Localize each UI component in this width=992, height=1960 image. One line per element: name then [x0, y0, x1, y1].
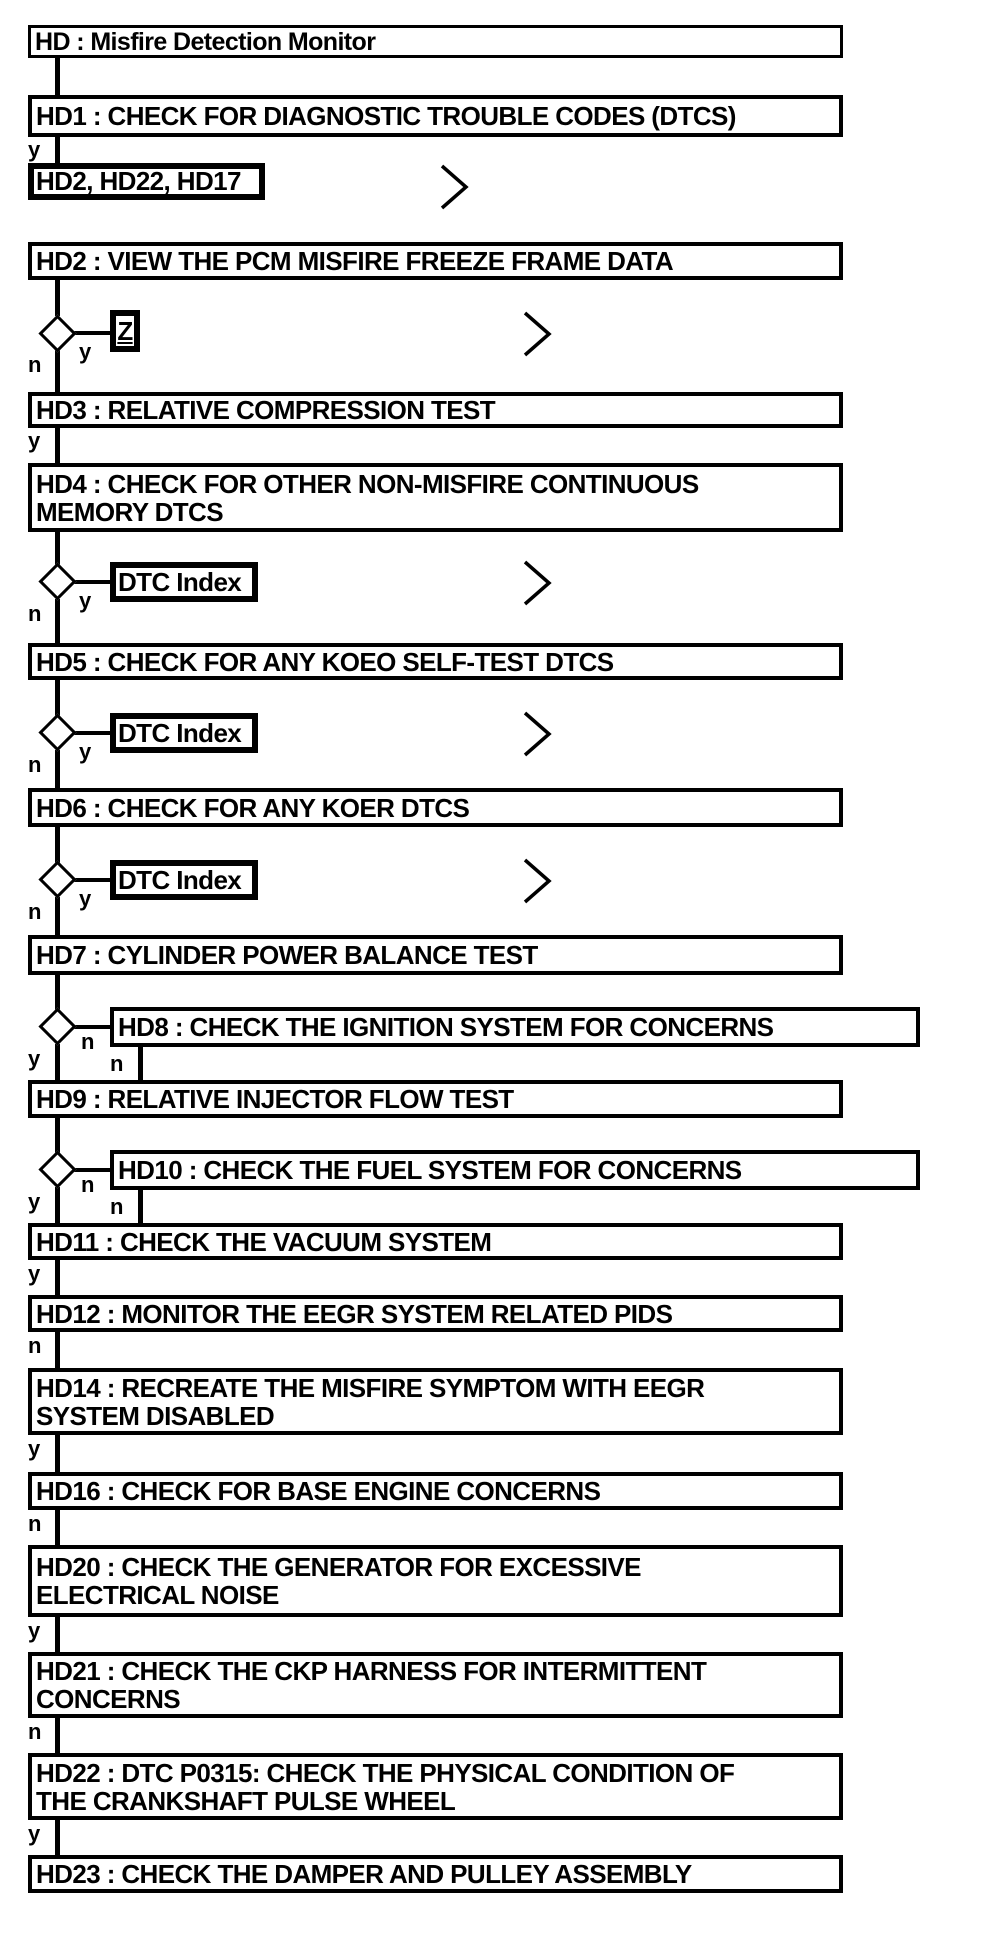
node-hd5-box: HD5 : CHECK FOR ANY KOEO SELF-TEST DTCS	[28, 643, 843, 680]
branch-label-no: n	[28, 1511, 42, 1536]
node-hd1-box: HD1 : CHECK FOR DIAGNOSTIC TROUBLE CODES…	[28, 95, 843, 137]
connector-hline	[74, 1168, 110, 1172]
branch-label-no: n	[28, 752, 42, 777]
decision-diamond	[38, 713, 77, 752]
branch-label-yes: y	[28, 1261, 41, 1286]
node-hd20-box: HD20 : CHECK THE GENERATOR FOR EXCESSIVE…	[28, 1545, 843, 1617]
ref-box-dtc-index: DTC Index	[110, 562, 258, 602]
connector-vline	[55, 1718, 60, 1755]
connector-vline	[55, 680, 60, 716]
node-hd14-box: HD14 : RECREATE THE MISFIRE SYMPTOM WITH…	[28, 1368, 843, 1435]
connector-vline	[55, 1435, 60, 1474]
connector-vline	[55, 1332, 60, 1370]
branch-label-yes: y	[79, 588, 92, 613]
connector-vline	[55, 428, 60, 465]
connector-vline	[55, 280, 60, 316]
branch-label-yes: y	[79, 339, 92, 364]
branch-label-yes: y	[28, 428, 41, 453]
offpage-chevron-icon	[523, 560, 552, 606]
branch-label-yes: y	[28, 1618, 41, 1643]
connector-vline	[55, 1260, 60, 1297]
connector-vline	[55, 1510, 60, 1547]
decision-diamond	[38, 562, 77, 601]
node-hd-title-box: HD : Misfire Detection Monitor	[28, 25, 843, 58]
connector-vline	[55, 532, 60, 565]
branch-label-no: n	[28, 1719, 42, 1744]
branch-label-no: n	[81, 1172, 95, 1197]
connector-vline	[55, 897, 60, 937]
branch-drop-line	[138, 1190, 143, 1225]
decision-diamond	[38, 314, 77, 353]
connector-vline	[55, 58, 60, 95]
decision-diamond	[38, 860, 77, 899]
connector-vline	[55, 1044, 60, 1082]
connector-vline	[55, 1187, 60, 1225]
connector-vline	[55, 350, 60, 394]
node-hd10-box: HD10 : CHECK THE FUEL SYSTEM FOR CONCERN…	[110, 1150, 920, 1190]
connector-vline	[55, 137, 60, 163]
branch-label-yes: y	[28, 1436, 41, 1461]
offpage-chevron-icon	[523, 311, 552, 357]
branch-label-yes: y	[28, 1189, 41, 1214]
connector-vline	[55, 975, 60, 1010]
branch-drop-line	[138, 1047, 143, 1082]
node-hd22-box: HD22 : DTC P0315: CHECK THE PHYSICAL CON…	[28, 1753, 843, 1820]
node-hd23-box: HD23 : CHECK THE DAMPER AND PULLEY ASSEM…	[28, 1855, 843, 1893]
ref-box-dtc-index: DTC Index	[110, 860, 258, 900]
node-hd4-box: HD4 : CHECK FOR OTHER NON-MISFIRE CONTIN…	[28, 463, 843, 532]
decision-diamond	[38, 1150, 77, 1189]
ref-box-z: Z	[110, 310, 140, 352]
node-hd3-box: HD3 : RELATIVE COMPRESSION TEST	[28, 392, 843, 428]
connector-hline	[74, 331, 110, 335]
connector-vline	[55, 827, 60, 863]
branch-label-no: n	[28, 1333, 42, 1358]
branch-label-yes: y	[28, 137, 41, 162]
node-hd7-box: HD7 : CYLINDER POWER BALANCE TEST	[28, 935, 843, 975]
decision-diamond	[38, 1007, 77, 1046]
branch-label-no: n	[28, 352, 42, 377]
node-hd12-box: HD12 : MONITOR THE EEGR SYSTEM RELATED P…	[28, 1295, 843, 1332]
branch-label-yes: y	[79, 886, 92, 911]
connector-vline	[55, 1820, 60, 1857]
branch-label-yes: y	[28, 1046, 41, 1071]
branch-label-yes: y	[79, 739, 92, 764]
node-hd21-box: HD21 : CHECK THE CKP HARNESS FOR INTERMI…	[28, 1652, 843, 1718]
branch-label-yes: y	[28, 1821, 41, 1846]
connector-vline	[55, 750, 60, 790]
node-hd9-box: HD9 : RELATIVE INJECTOR FLOW TEST	[28, 1080, 843, 1118]
offpage-chevron-icon	[440, 164, 469, 210]
node-hd6-box: HD6 : CHECK FOR ANY KOER DTCS	[28, 788, 843, 827]
connector-vline	[55, 1118, 60, 1153]
node-hd2-box: HD2 : VIEW THE PCM MISFIRE FREEZE FRAME …	[28, 242, 843, 280]
node-hd11-box: HD11 : CHECK THE VACUUM SYSTEM	[28, 1223, 843, 1260]
connector-hline	[74, 580, 110, 584]
ref-box-dtc-index: DTC Index	[110, 713, 258, 753]
node-hd8-box: HD8 : CHECK THE IGNITION SYSTEM FOR CONC…	[110, 1007, 920, 1047]
branch-label-no: n	[28, 601, 42, 626]
branch-label-no: n	[110, 1051, 124, 1076]
branch-label-no: n	[28, 899, 42, 924]
connector-hline	[74, 1025, 110, 1029]
node-hd16-box: HD16 : CHECK FOR BASE ENGINE CONCERNS	[28, 1472, 843, 1510]
connector-vline	[55, 1617, 60, 1654]
connector-hline	[74, 731, 110, 735]
branch-label-no: n	[110, 1194, 124, 1219]
branch-label-no: n	[81, 1029, 95, 1054]
offpage-chevron-icon	[523, 858, 552, 904]
offpage-chevron-icon	[523, 711, 552, 757]
connector-vline	[55, 599, 60, 645]
ref-box-hd1-targets: HD2, HD22, HD17	[28, 163, 265, 200]
connector-hline	[74, 878, 110, 882]
